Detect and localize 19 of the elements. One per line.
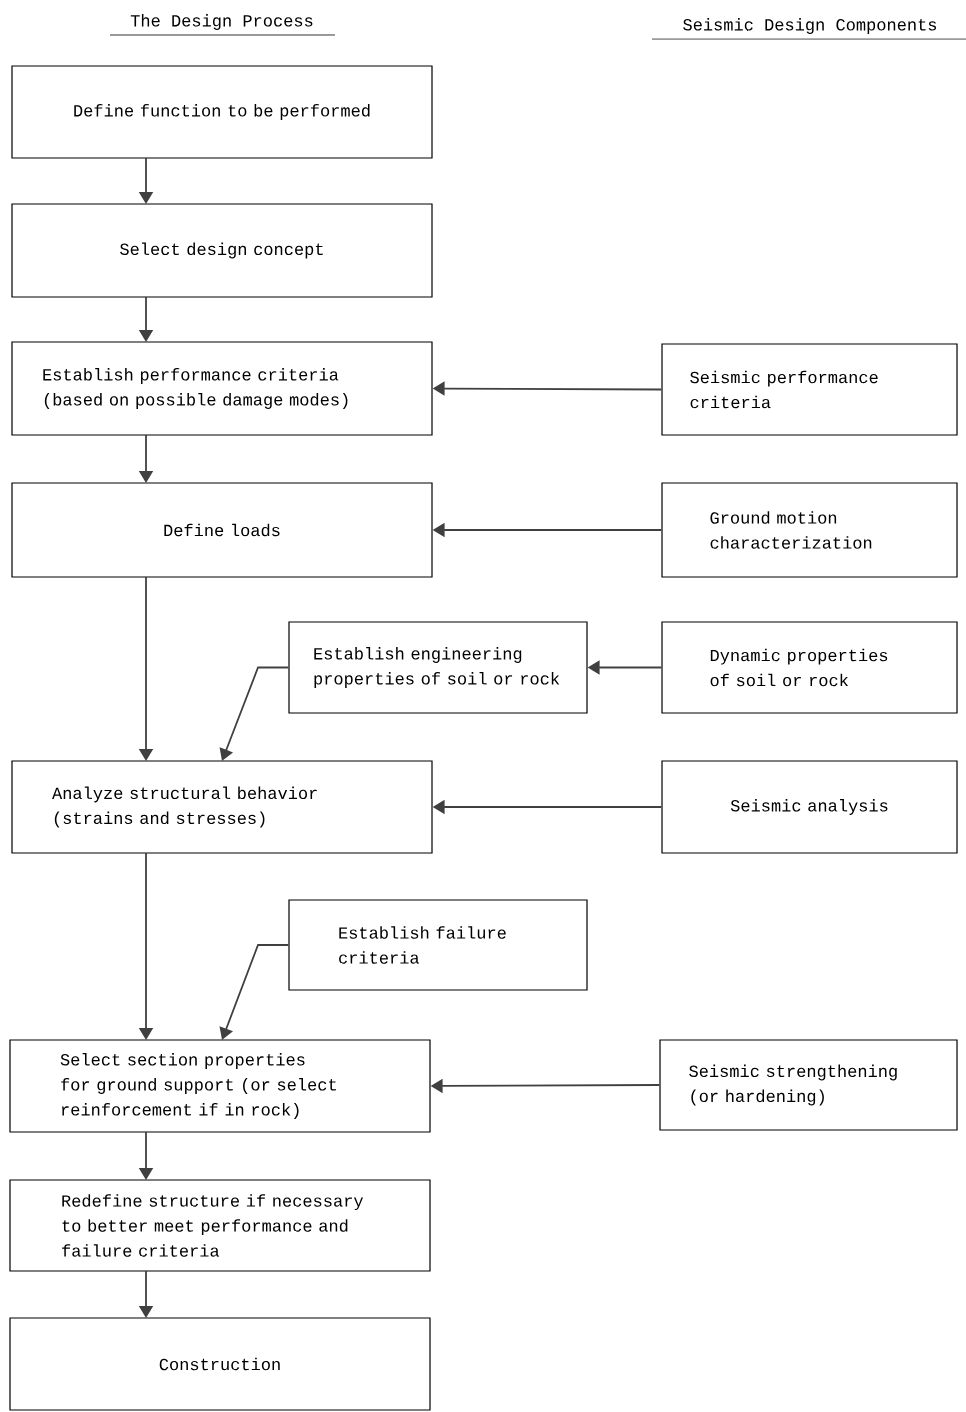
process-box: Redefine structure if necessary to better meet performance and failure criteria [9,1179,431,1272]
column-heading: The Design Process [109,14,336,36]
process-box: Define function to be performed [11,65,433,159]
process-box: Construction [9,1317,431,1411]
process-box: Seismic analysis [661,760,958,854]
process-box: Seismic performance criteria [661,343,958,436]
process-box: Ground motion characterization [661,482,958,578]
process-box: Analyze structural behavior (strains and stresses) [11,760,433,854]
process-box: Establish performance criteria (based on possible damage modes) [11,341,433,436]
column-heading: Seismic Design Components [651,18,966,40]
process-box: Establish engineering properties of soil or rock [288,621,588,714]
process-box: Establish failure criteria [288,899,588,991]
arrow [219,944,290,1040]
process-box: Define loads [11,482,433,578]
process-box: Select design concept [11,203,433,298]
process-box: Select section properties for ground support (or select reinforcement if in rock) [9,1039,431,1133]
arrow [219,666,290,761]
process-box: Dynamic properties of soil or rock [661,621,958,714]
process-box: Seismic strengthening (or hardening) [659,1039,958,1131]
